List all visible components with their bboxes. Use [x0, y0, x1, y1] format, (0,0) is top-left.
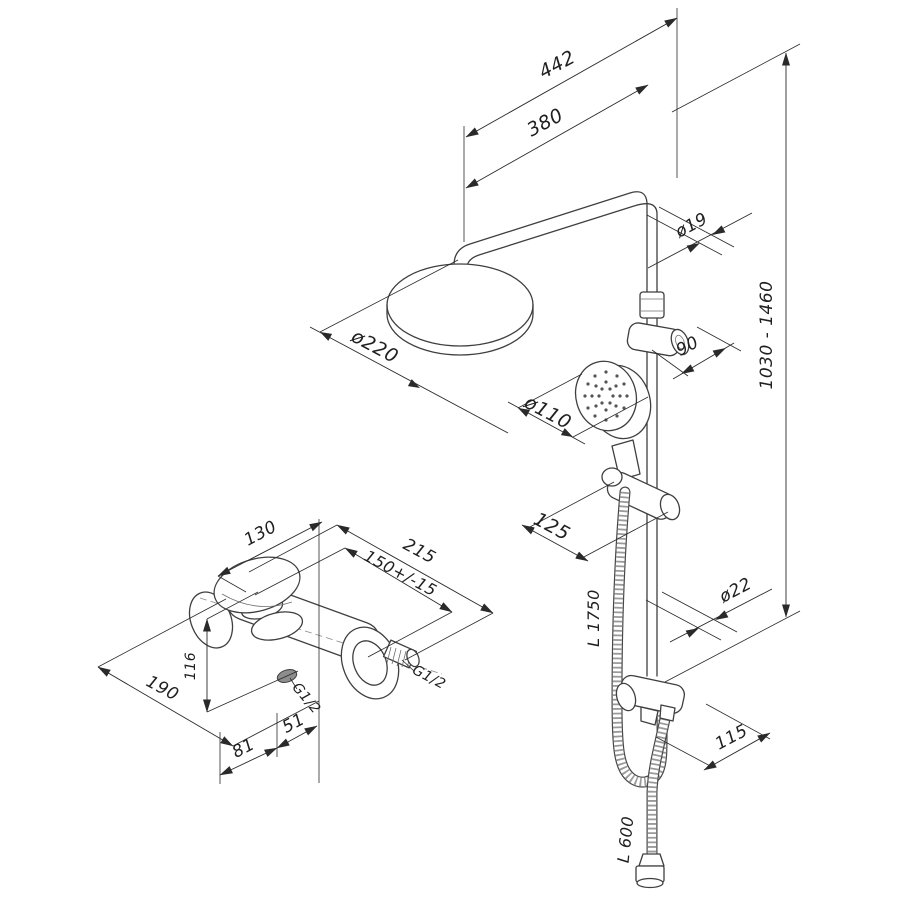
dim-line-51 — [276, 725, 318, 749]
dimension-labels: 442 380 ø19 1030 - 1460 ø220 90 ø110 125… — [143, 46, 777, 864]
dim-line-115 — [703, 732, 771, 771]
wall-bracket — [626, 322, 690, 357]
dim-label-slider-offset: 125 — [530, 508, 574, 545]
dimension-lines — [97, 17, 790, 776]
dim-label-mixer-width-bottom: 190 — [143, 672, 182, 706]
dim-line-125 — [521, 524, 589, 562]
dim-line-442 — [465, 17, 678, 138]
hose-nut — [635, 853, 665, 889]
dim-label-head-offset: 380 — [523, 104, 567, 141]
dim-line-150 — [344, 547, 453, 613]
supply-hose — [646, 708, 672, 862]
dim-label-supply-hose-length: L 600 — [614, 815, 638, 864]
slider-clamp — [601, 467, 681, 521]
dim-label-hand-shower-diameter: ø110 — [520, 391, 575, 434]
extension-lines — [97, 8, 801, 784]
dim-line-190 — [97, 666, 234, 747]
hose-cone-left — [640, 706, 659, 726]
pipe-coupling — [639, 291, 665, 319]
dim-line-81 — [219, 747, 278, 776]
dim-label-height-range: 1030 - 1460 — [757, 281, 777, 390]
hose-cone-right — [659, 704, 676, 722]
dim-label-shower-hose-length: L 1750 — [584, 589, 603, 647]
dim-label-side-thread: G1/2 — [409, 662, 448, 693]
diverter-tee — [615, 674, 686, 726]
dim-label-mixer-width-top: 130 — [241, 517, 280, 551]
dim-label-mixer-height: 116 — [183, 652, 199, 680]
hand-shower — [574, 360, 652, 481]
dim-line-380 — [465, 84, 649, 189]
dim-line-220 — [309, 326, 509, 434]
dim-line-19 — [647, 212, 753, 269]
dim-label-pipe-diameter: ø22 — [715, 574, 755, 608]
spray-face-dots — [583, 370, 629, 422]
dim-line-130 — [217, 521, 323, 577]
dim-label-overhead-reach: 442 — [535, 46, 579, 83]
rain-shower-head — [386, 263, 534, 356]
cartridge-cap — [250, 611, 304, 641]
